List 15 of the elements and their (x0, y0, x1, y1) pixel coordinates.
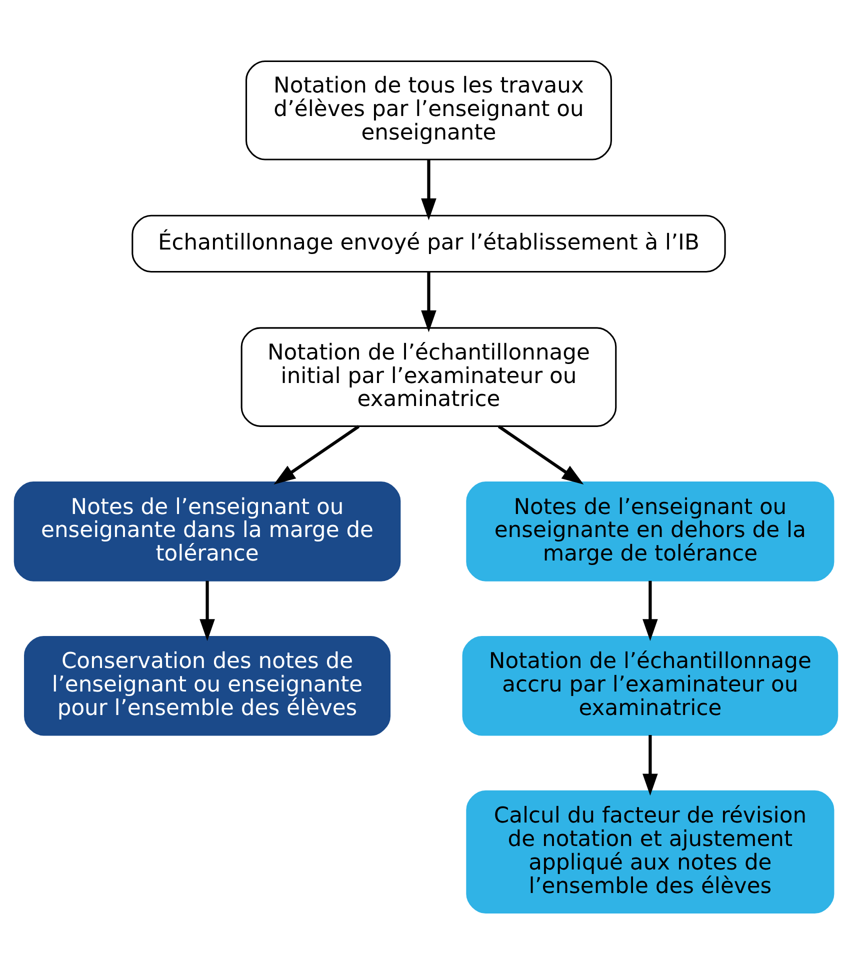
arrow (421, 160, 436, 220)
node-box: Notation de l’échantillonnage initial par l’examinateur ou examinatrice (240, 327, 617, 427)
arrow (421, 272, 436, 332)
arrow (200, 580, 215, 641)
arrow (642, 734, 658, 796)
arrow (498, 425, 584, 484)
arrow (642, 580, 658, 641)
node-box: Notation de tous les travaux d’élèves par l’enseignant ou enseignante (245, 60, 612, 160)
arrow (274, 425, 360, 484)
node-box: Notation de l’échantillonnage accru par l’examinateur ou examinatrice (462, 636, 838, 736)
node-box: Échantillonnage envoyé par l’établissement à l’IB (132, 214, 726, 273)
node-box: Notes de l’enseignant ou enseignante dans la marge de tolérance (14, 482, 401, 582)
node-box: Conservation des notes de l’enseignant ou enseignante pour l’ensemble des élèves (24, 636, 391, 736)
node-box: Notes de l’enseignant ou enseignante en dehors de la marge de tolérance (466, 482, 834, 582)
node-box: Calcul du facteur de révision de notation et ajustement appliqué aux notes de l’ensemble des élèves (466, 790, 834, 914)
